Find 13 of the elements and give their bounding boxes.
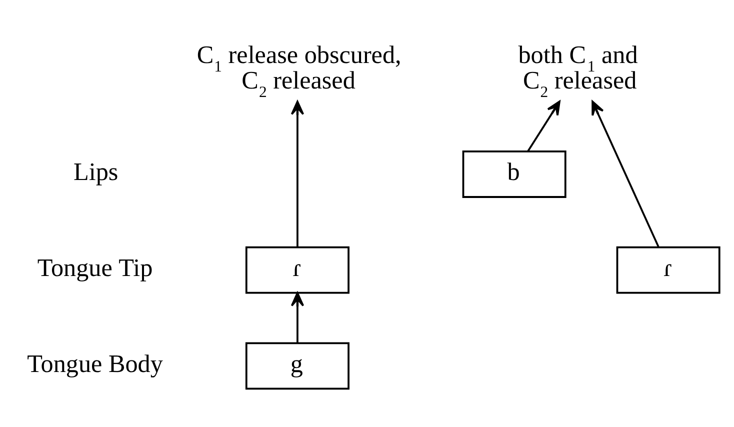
- node-box: ɾ: [616, 246, 720, 294]
- node-box: b: [462, 150, 566, 198]
- arrow: [527, 100, 560, 152]
- label: Tongue Tip: [37, 255, 153, 282]
- node-text: C$_{1}$ release obscured, C$_{2}$ released: [196, 42, 402, 101]
- node-box: g: [245, 342, 350, 390]
- label: Lips: [74, 159, 118, 186]
- arrow: [290, 292, 304, 343]
- node-text: both C$_{1}$ and C$_{2}$ released: [518, 42, 638, 101]
- arrow: [290, 100, 304, 247]
- node-box: ɾ: [245, 246, 350, 294]
- arrow: [592, 100, 660, 248]
- label: Tongue Body: [27, 350, 163, 378]
